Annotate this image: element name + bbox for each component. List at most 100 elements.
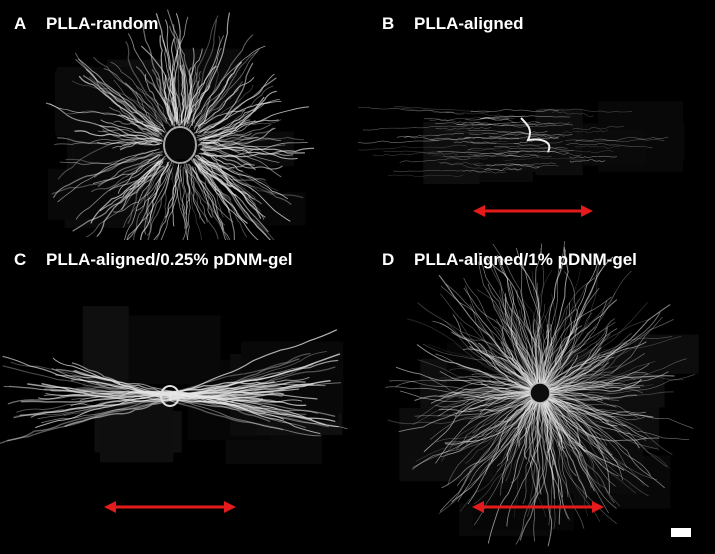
neurite (489, 346, 541, 394)
alignment-arrow-head-right (224, 501, 236, 513)
neurite (539, 392, 567, 458)
neurite (539, 335, 682, 394)
neurite (71, 379, 171, 395)
neurite (469, 122, 538, 127)
neurite (490, 267, 541, 394)
neurite (169, 329, 338, 396)
neurite (199, 158, 265, 220)
neurite (473, 153, 539, 158)
explant-body (529, 382, 551, 404)
neurite (465, 392, 541, 444)
neurite (169, 398, 322, 437)
neurite (467, 129, 560, 139)
neurite (197, 164, 262, 219)
panel-b-micrograph (358, 101, 685, 217)
neurite (539, 263, 598, 394)
neurite (30, 398, 171, 418)
neurite (539, 324, 553, 394)
neurite (187, 64, 197, 122)
neurite (414, 392, 541, 417)
panel-c: C PLLA-aligned/0.25% pDNM-gel (0, 241, 357, 554)
neurite (10, 361, 171, 399)
neurite (536, 108, 633, 113)
neurite (20, 391, 171, 403)
neurite (395, 366, 541, 394)
neurite (169, 391, 336, 422)
neurite (75, 386, 171, 396)
neurite (522, 299, 548, 394)
neurite (539, 363, 650, 396)
neurite (539, 271, 579, 394)
scale-bar (671, 528, 691, 537)
neurite (518, 263, 541, 394)
neurite (539, 392, 595, 492)
neurite (507, 150, 569, 155)
neurite (200, 160, 271, 240)
neurite (199, 148, 283, 170)
neurite (539, 392, 645, 486)
neurite (531, 392, 542, 466)
neurite (59, 152, 154, 165)
neurite (539, 249, 566, 394)
neurite (198, 163, 266, 218)
neurite (551, 111, 594, 117)
neurite (539, 392, 639, 418)
neurite (502, 157, 586, 161)
neurite (78, 58, 161, 128)
mosaic-tile (423, 121, 480, 185)
neurite (488, 353, 541, 394)
panel-a-letter: A (14, 14, 27, 33)
neurite (539, 327, 608, 394)
neurite (480, 115, 571, 119)
neurite (193, 34, 254, 131)
neurite (463, 392, 541, 399)
neurite (523, 392, 541, 460)
neurite (509, 327, 541, 394)
neurite (539, 270, 632, 394)
neurite (434, 121, 492, 125)
neurite (71, 80, 165, 130)
neurite (539, 384, 654, 400)
neurite (566, 143, 653, 149)
neurite (527, 122, 570, 125)
neurite (494, 146, 568, 150)
panel-a-micrograph (45, 9, 315, 240)
neurite (519, 392, 541, 541)
neurite (191, 168, 231, 240)
neurite (539, 392, 647, 439)
neurite (97, 129, 159, 138)
neurite (539, 298, 580, 394)
neurite (539, 392, 669, 468)
neurite (468, 153, 552, 158)
neurite (401, 108, 465, 115)
neurite (194, 166, 227, 240)
neurite (358, 144, 467, 151)
neurite (404, 136, 471, 140)
neurite (515, 314, 541, 394)
neurite (186, 169, 191, 240)
neurite (169, 390, 274, 395)
neurite (119, 139, 161, 151)
neurite (539, 392, 631, 435)
neurite (539, 392, 610, 400)
neurite (169, 396, 330, 428)
neurite (539, 392, 602, 466)
alignment-arrow-head-left (473, 205, 485, 217)
neurite (539, 318, 616, 394)
neurite (500, 392, 541, 496)
neurite (199, 142, 282, 178)
neurite (539, 292, 616, 394)
neurite (92, 154, 161, 184)
neurite (144, 161, 172, 235)
neurite (416, 390, 541, 419)
neurite (480, 345, 541, 394)
neurite (539, 392, 621, 507)
explant-body (520, 117, 551, 153)
neurite (192, 158, 237, 196)
neurite (8, 385, 171, 398)
neurite (539, 392, 666, 489)
panel-b-letter: B (382, 14, 395, 33)
neurite (165, 164, 180, 218)
mosaic-tile (583, 129, 646, 166)
neurite (189, 167, 206, 224)
